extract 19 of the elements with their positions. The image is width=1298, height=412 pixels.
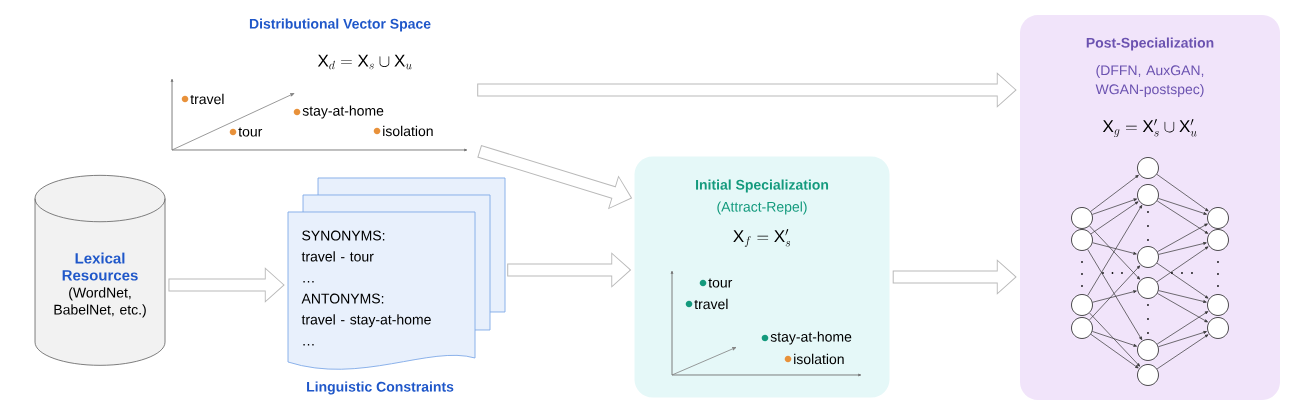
document-stack: SYNONYMS: travel - tour … ANTONYMS: travel - stay-at-home … — [287, 177, 506, 370]
point-label: stay-at-home — [770, 331, 852, 345]
formula: $\mathrm{X}_{f} = \mathrm{X}'_{s}$ — [733, 229, 791, 248]
node-label: Linguistic Constraints — [307, 381, 454, 395]
panel-heading: Distributional Vector Space — [249, 18, 431, 32]
point-label: tour — [238, 127, 263, 137]
database-cylinder: Lexical Resources (WordNet, BabelNet, etc.) — [34, 174, 166, 366]
panel-heading: Initial Specialization — [696, 179, 829, 193]
panel-heading: Post-Specialization — [1086, 37, 1214, 51]
point-label: travel — [694, 298, 728, 310]
point-label: isolation — [794, 353, 844, 365]
point-label: tour — [708, 278, 733, 288]
formula: $\mathrm{X}_{d} = \mathrm{X}_{s} \cup \mathrm{X}_{u}$ — [317, 54, 412, 70]
point-label: isolation — [383, 125, 433, 137]
point-label: travel — [190, 93, 224, 105]
point-label: stay-at-home — [302, 105, 384, 119]
subtitle: (DFFN, AuxGAN, WGAN-postspec) — [1095, 64, 1204, 97]
formula: $\mathrm{X}_{g} = \mathrm{X}'_{s} \cup \mathrm{X}'_{u}$ — [1102, 119, 1197, 138]
subtitle: (Attract-Repel) — [717, 201, 807, 215]
